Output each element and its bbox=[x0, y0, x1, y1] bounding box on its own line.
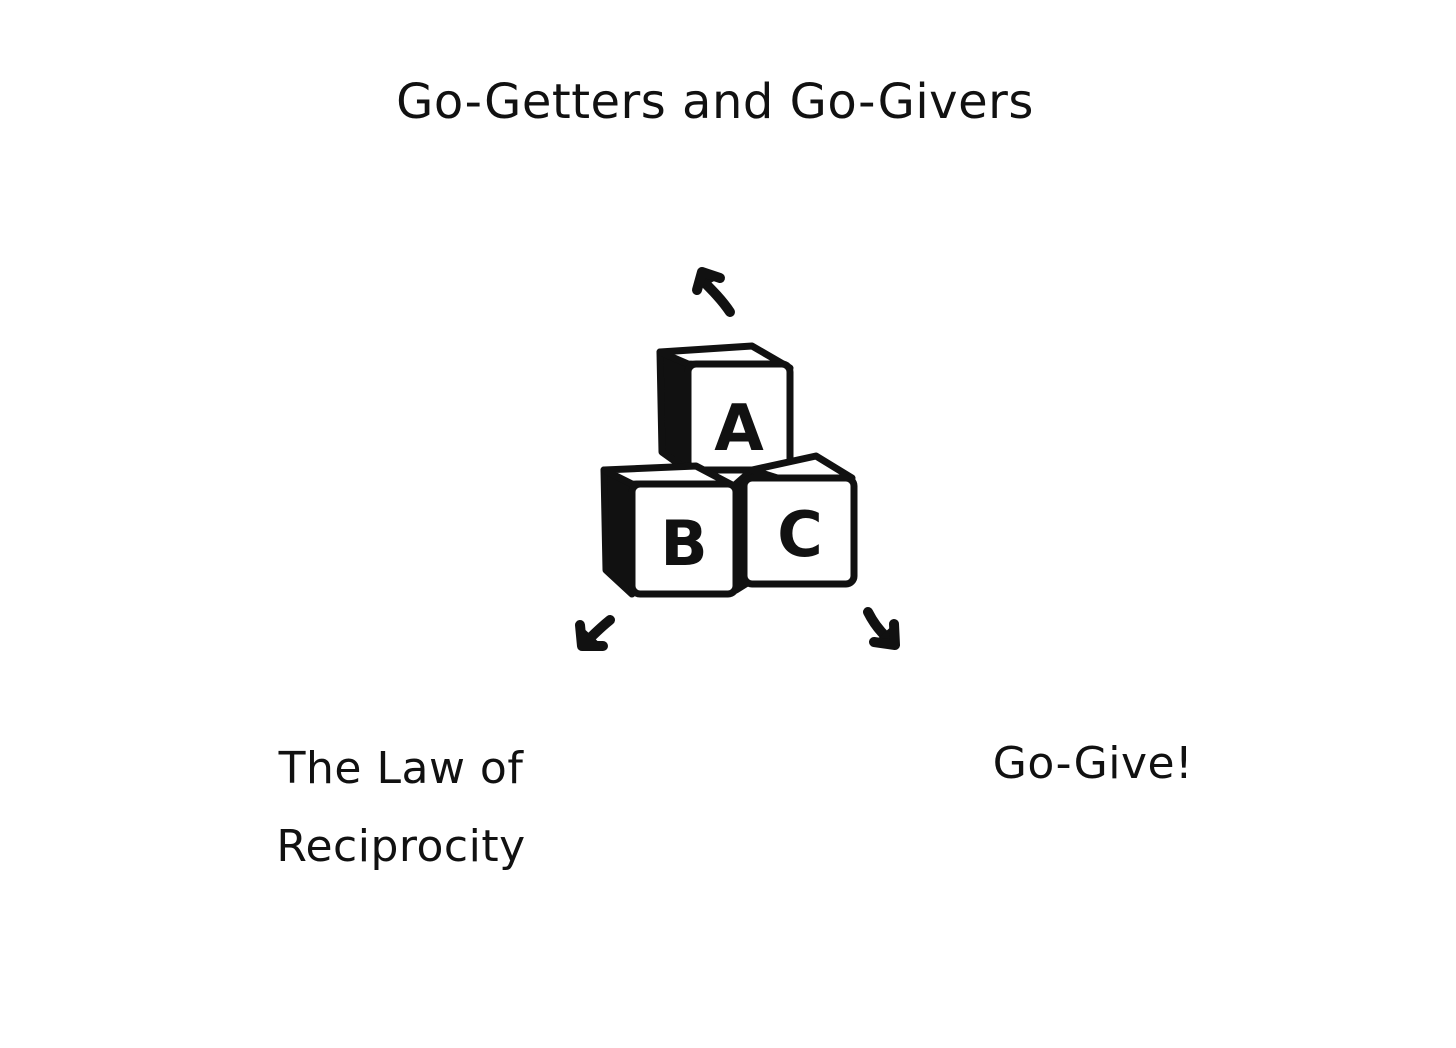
diagram-title: Go-Getters and Go-Givers bbox=[396, 74, 1034, 130]
letter-block-b-icon: B bbox=[600, 462, 740, 598]
block-b-letter: B bbox=[660, 507, 707, 580]
left-label: The Law of Reciprocity bbox=[276, 743, 526, 872]
block-a-letter: A bbox=[714, 392, 764, 466]
block-c-letter: C bbox=[777, 498, 823, 571]
arrow-down-right-icon bbox=[863, 607, 900, 650]
arrow-down-left-icon bbox=[575, 615, 615, 651]
arrow-up-icon bbox=[692, 267, 735, 317]
right-label: Go-Give! bbox=[992, 738, 1194, 789]
letter-block-a-icon: A bbox=[656, 342, 794, 476]
letter-block-c-icon: C bbox=[732, 452, 858, 594]
